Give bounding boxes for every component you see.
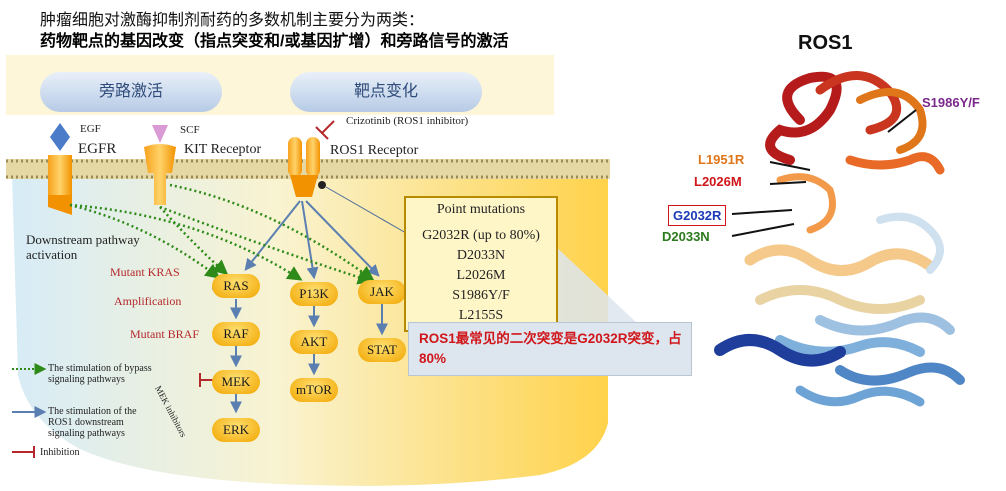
egfr-receptor [48,123,72,215]
ras-node: RAS [212,274,260,298]
scf-label: SCF [180,124,200,136]
target-change-pill: 靶点变化 [290,72,482,112]
kit-receptor [144,125,176,205]
egf-ligand [50,123,70,151]
callout-box: ROS1最常见的二次突变是G2032R突变，占80% [408,322,692,376]
mek-node: MEK [212,370,260,394]
protein-ribbon [714,71,965,407]
ros1-to-mutations-line [325,186,407,234]
egf-label: EGF [80,123,101,135]
d2033-label: D2033N [662,229,710,244]
erk-node: ERK [212,418,260,442]
callout-text: ROS1最常见的二次突变是G2032R突变，占80% [419,331,682,366]
l1951-label: L1951R [698,152,745,167]
kit-receptor-label: KIT Receptor [184,142,262,157]
mutant-braf-label: Mutant BRAF [130,327,200,341]
mutation-item: L2026M [456,268,506,283]
mutation-item: L2155S [458,308,504,323]
bypass-arrows [69,183,375,285]
legend-bypass-text: The stimulation of bypass signaling path… [48,363,152,385]
label-pointer-lines [731,109,917,237]
stat-node: STAT [358,338,406,362]
ros1-structure-image [714,71,965,407]
point-mutations-title: Point mutations [436,202,526,217]
jak-node: JAK [358,280,406,304]
mutation-item: D2033N [456,248,506,263]
ros1-receptor-label: ROS1 Receptor [330,143,419,158]
legend-inhibition-text: Inhibition [40,447,80,458]
mutant-kras-label: Mutant KRAS [110,265,180,279]
pi3k-node: P13K [290,282,338,306]
header-line-1: 肿瘤细胞对激酶抑制剂耐药的多数机制主要分为两类： [40,12,425,29]
downstream-label: Downstream pathway activation [26,232,140,262]
mutation-item: S1986Y/F [452,288,510,303]
crizotinib-inhibition-line [321,120,335,134]
ros1-receptor [288,137,326,197]
bypass-activation-pill: 旁路激活 [40,72,222,112]
mutation-item: G2032R (up to 80%) [422,228,540,243]
mtor-node: mTOR [290,378,338,402]
scf-ligand [152,125,168,143]
mutation-site-dot [318,181,326,189]
crizotinib-label: Crizotinib (ROS1 inhibitor) [346,115,469,127]
point-mutations-box: Point mutations G2032R (up to 80%) D2033… [404,196,558,332]
g2032-label: G2032R [668,205,727,226]
s1986-label: S1986Y/F [922,95,980,110]
crizotinib-inhibition-bar [315,126,329,140]
ros1-downstream-arrows [230,200,388,414]
protein-title: ROS1 [798,32,853,54]
header-line-2: 药物靶点的基因改变（指点突变和/或基因扩增）和旁路信号的激活 [40,33,509,50]
amplification-label: Amplification [114,294,182,308]
akt-node: AKT [290,330,338,354]
raf-node: RAF [212,322,260,346]
l2026-label: L2026M [694,174,742,189]
legend-ros1-text: The stimulation of the ROS1 downstream s… [48,406,137,439]
egfr-label: EGFR [78,141,117,157]
